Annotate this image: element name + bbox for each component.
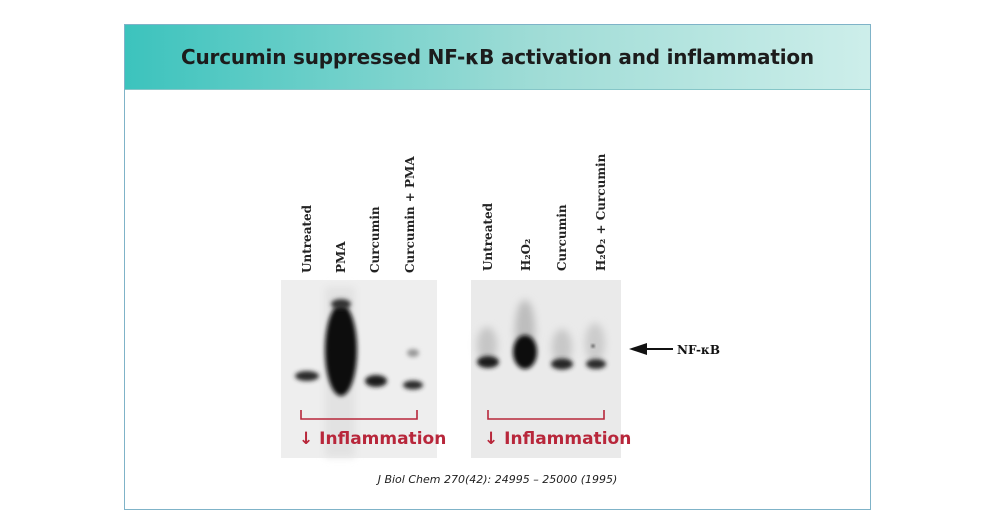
figure-card: Curcumin suppressed NF-κB activation and…	[124, 24, 871, 510]
lane-label-r-h2o2: H₂O₂	[519, 239, 533, 271]
lane-label-r-h2o2-curcumin: H₂O₂ + Curcumin	[594, 153, 608, 271]
nfkb-arrow-icon	[629, 343, 647, 355]
title-banner: Curcumin suppressed NF-κB activation and…	[125, 25, 870, 90]
left-gel-panel	[281, 280, 437, 458]
figure-title: Curcumin suppressed NF-κB activation and…	[181, 45, 814, 69]
smear-lane-3	[552, 329, 572, 365]
lane-label-pma: PMA	[334, 241, 348, 273]
band-pma	[325, 304, 357, 396]
left-lane-labels: Untreated PMA Curcumin Curcumin + PMA	[300, 156, 417, 273]
band-r-h2o2	[513, 335, 537, 369]
right-lane-labels: Untreated H₂O₂ Curcumin H₂O₂ + Curcumin	[481, 153, 608, 271]
nfkb-label: NF-κB	[677, 343, 720, 357]
lane-label-r-curcumin: Curcumin	[555, 204, 569, 271]
band-pma-top	[331, 299, 351, 309]
band-r-curcumin	[551, 358, 573, 370]
lane-label-r-untreated: Untreated	[481, 202, 495, 271]
lane-label-curcumin-pma: Curcumin + PMA	[403, 156, 417, 273]
band-r-untreated	[477, 356, 499, 368]
band-untreated	[295, 371, 319, 381]
lane-label-untreated: Untreated	[300, 204, 314, 273]
right-bracket	[487, 410, 605, 420]
band-curcumin-pma	[403, 380, 423, 390]
right-inflammation-annotation: ↓ Inflammation	[484, 429, 631, 449]
citation: J Biol Chem 270(42): 24995 – 25000 (1995…	[377, 473, 618, 486]
right-gel-panel	[471, 280, 621, 458]
band-curcumin	[365, 375, 387, 387]
left-bracket	[300, 410, 418, 420]
speck	[591, 344, 595, 348]
smear-lane-4	[585, 323, 605, 363]
smear-lane-1	[477, 327, 497, 363]
nfkb-marker: NF-κB	[629, 343, 720, 357]
band-r-h2o2-curcumin	[586, 359, 606, 369]
smear-curcumin-pma	[407, 349, 419, 357]
left-gel-background	[281, 280, 437, 458]
lane-label-curcumin: Curcumin	[368, 206, 382, 273]
western-blot-diagram: Untreated PMA Curcumin Curcumin + PMA Un…	[281, 153, 720, 458]
left-inflammation-annotation: ↓ Inflammation	[299, 429, 446, 449]
